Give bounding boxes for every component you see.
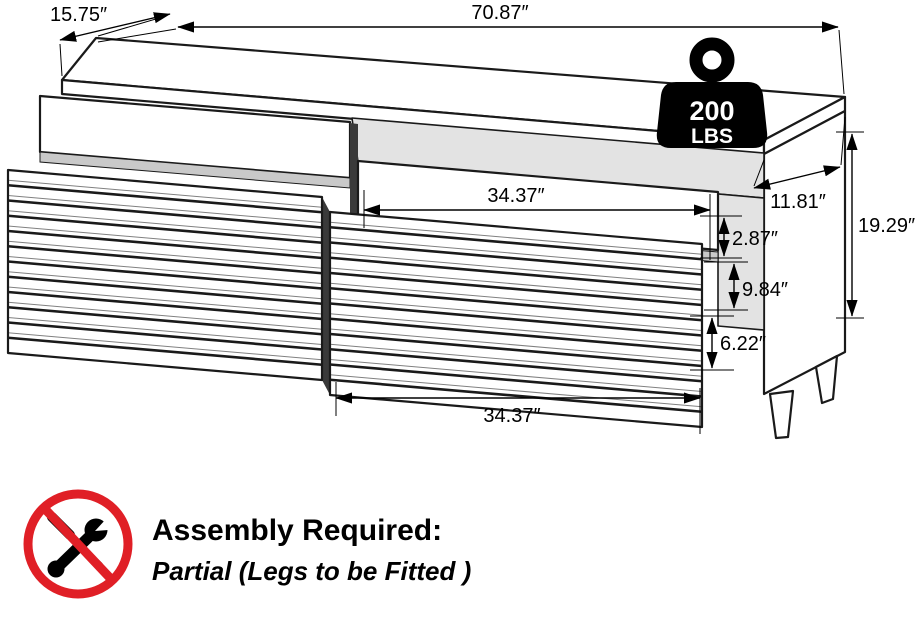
right-side-panel bbox=[762, 109, 847, 396]
prohibition-circle bbox=[23, 489, 133, 599]
dimension-overall-height: 19.29″ bbox=[836, 131, 915, 319]
assembly-required-title: Assembly Required: bbox=[152, 514, 442, 547]
weight-unit-label: LBS bbox=[691, 125, 733, 148]
dim-door-width-label: 34.37″ bbox=[483, 405, 540, 427]
dimension-shelf-gap-height: 2.87″ bbox=[700, 215, 778, 259]
left-slat-lines bbox=[7, 179, 323, 367]
dim-shelf-gap-height-label: 2.87″ bbox=[732, 228, 778, 250]
dim-drawer-opening-width-label: 34.37″ bbox=[487, 185, 544, 207]
prohibition-slash bbox=[41, 505, 115, 583]
weight-icon: 200 LBS bbox=[656, 37, 768, 148]
dimension-door-width: 34.37″ bbox=[335, 382, 701, 434]
no-tools-icon bbox=[23, 489, 133, 599]
right-slat-door bbox=[328, 210, 704, 429]
tv-stand-drawing bbox=[6, 36, 847, 440]
dim-drawer-height-label: 9.84″ bbox=[742, 279, 788, 301]
assembly-required-detail: Partial (Legs to be Fitted ) bbox=[152, 556, 471, 586]
dimension-base-height: 6.22″ bbox=[690, 315, 766, 371]
dimension-drawer-opening-width: 34.37″ bbox=[363, 185, 711, 260]
dim-overall-height-label: 19.29″ bbox=[858, 215, 915, 237]
dim-top-width-label: 70.87″ bbox=[471, 2, 528, 24]
right-slat-lines bbox=[329, 221, 703, 414]
dimension-drawer-height: 9.84″ bbox=[704, 261, 788, 311]
back-right-leg bbox=[814, 354, 839, 405]
dimension-top-depth: 15.75″ bbox=[50, 4, 171, 77]
drawer-divider-gap bbox=[350, 123, 358, 220]
weight-body bbox=[656, 82, 768, 148]
weight-handle bbox=[689, 37, 735, 83]
left-slat-door bbox=[6, 168, 324, 382]
door-gap bbox=[322, 197, 330, 395]
dim-top-depth-label: 15.75″ bbox=[50, 4, 107, 26]
front-right-leg bbox=[768, 389, 795, 440]
dim-base-height-label: 6.22″ bbox=[720, 333, 766, 355]
weight-value-label: 200 bbox=[689, 96, 734, 126]
dim-side-depth-label: 11.81″ bbox=[770, 191, 826, 213]
dimension-top-width: 70.87″ bbox=[97, 2, 845, 95]
dimension-side-depth: 11.81″ bbox=[753, 116, 846, 213]
